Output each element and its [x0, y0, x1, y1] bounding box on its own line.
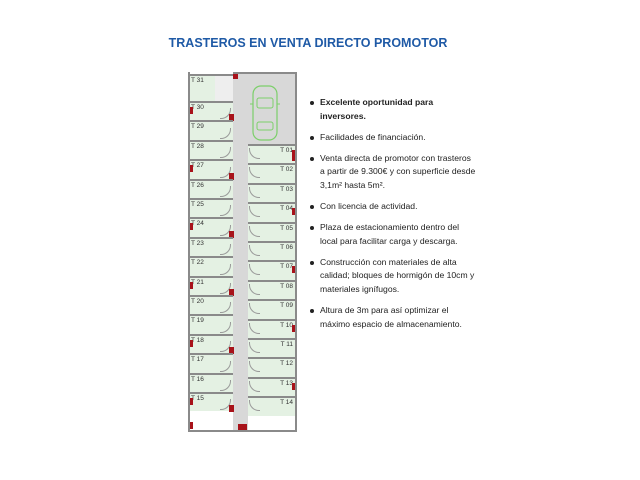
unit-label: T 09 — [280, 302, 293, 310]
storage-unit: T 02 — [248, 163, 296, 183]
feature-item: Venta directa de promotor con trasteros … — [308, 152, 478, 193]
column-marker — [188, 422, 193, 429]
unit-label: T 20 — [191, 298, 204, 305]
unit-label: T 21 — [191, 278, 204, 286]
unit-label: T 26 — [191, 181, 204, 189]
stair-area — [215, 74, 233, 101]
column-marker — [229, 230, 234, 238]
corridor — [233, 72, 248, 430]
column-marker — [188, 398, 193, 405]
unit-label: T 28 — [191, 142, 204, 150]
unit-label: T 14 — [280, 399, 293, 407]
column-marker — [188, 107, 193, 114]
unit-label: T 11 — [280, 341, 293, 348]
unit-label: T 29 — [191, 123, 204, 131]
column-marker — [188, 165, 193, 173]
wall — [188, 430, 296, 432]
column-marker — [292, 382, 297, 390]
storage-unit: T 13 — [248, 376, 296, 397]
column-marker — [233, 72, 238, 79]
column-marker — [229, 405, 234, 413]
storage-unit: T 07 — [248, 260, 296, 280]
unit-label: T 30 — [191, 104, 204, 111]
unit-label: T 16 — [191, 375, 204, 383]
floor-plan: T 31 T 30 T 29 T 28 T 27 T 26 T 25 T 24 T 23 T 22… — [188, 72, 298, 432]
storage-unit: T 01 — [248, 144, 296, 164]
storage-unit: T 11 — [248, 338, 296, 358]
column-marker — [229, 114, 234, 122]
storage-unit: T 08 — [248, 279, 296, 300]
unit-label: T 01 — [280, 147, 293, 154]
feature-list: Excelente oportunidad para inversores. Fa… — [308, 96, 478, 339]
unit-label: T 31 — [191, 77, 204, 84]
column-marker — [229, 347, 234, 355]
unit-label: T 12 — [280, 360, 293, 368]
unit-label: T 22 — [191, 259, 204, 267]
unit-label: T 17 — [191, 356, 204, 364]
feature-item: Plaza de estacionamiento dentro del loca… — [308, 221, 478, 248]
unit-label: T 02 — [280, 166, 293, 174]
feature-item: Altura de 3m para así optimizar el máxim… — [308, 304, 478, 331]
storage-unit: T 05 — [248, 221, 296, 241]
unit-label: T 13 — [280, 379, 293, 387]
column-marker — [238, 424, 247, 431]
unit-label: T 08 — [280, 282, 293, 290]
unit-label: T 04 — [280, 205, 293, 213]
column-marker — [188, 339, 193, 347]
feature-item: Construcción con materiales de alta cali… — [308, 256, 478, 297]
unit-label: T 06 — [280, 244, 293, 251]
column-marker — [292, 154, 297, 161]
unit-label: T 23 — [191, 239, 204, 247]
wall — [295, 72, 297, 432]
feature-item: Con licencia de actividad. — [308, 200, 478, 214]
column-marker — [188, 281, 193, 289]
feature-item: Excelente oportunidad para inversores. — [308, 96, 478, 123]
column-marker — [229, 289, 234, 296]
unit-label: T 24 — [191, 220, 204, 228]
page-title: TRASTEROS EN VENTA DIRECTO PROMOTOR — [168, 36, 448, 50]
wall — [233, 72, 295, 74]
storage-unit: T 31 — [189, 74, 215, 101]
storage-unit: T 06 — [248, 241, 296, 261]
unit-label: T 18 — [191, 336, 204, 344]
unit-label: T 05 — [280, 224, 293, 232]
wall — [188, 72, 190, 432]
column-marker — [188, 223, 193, 231]
column-marker — [292, 324, 297, 332]
column-marker — [292, 266, 297, 274]
storage-unit: T 03 — [248, 182, 296, 203]
storage-unit: T 04 — [248, 202, 296, 222]
feature-item: Facilidades de financiación. — [308, 131, 478, 145]
unit-label: T 07 — [280, 263, 293, 271]
unit-label: T 15 — [191, 395, 204, 402]
unit-label: T 19 — [191, 317, 204, 325]
column-marker — [229, 172, 234, 180]
column-marker — [292, 208, 297, 216]
storage-unit: T 10 — [248, 318, 296, 338]
unit-label: T 25 — [191, 201, 204, 208]
storage-unit: T 12 — [248, 357, 296, 377]
storage-unit: T 14 — [248, 396, 296, 416]
column-marker — [292, 150, 297, 157]
unit-label: T 10 — [280, 321, 293, 329]
storage-unit: T 09 — [248, 299, 296, 319]
car-icon — [250, 85, 280, 141]
unit-label: T 03 — [280, 185, 293, 193]
unit-label: T 27 — [191, 162, 204, 170]
